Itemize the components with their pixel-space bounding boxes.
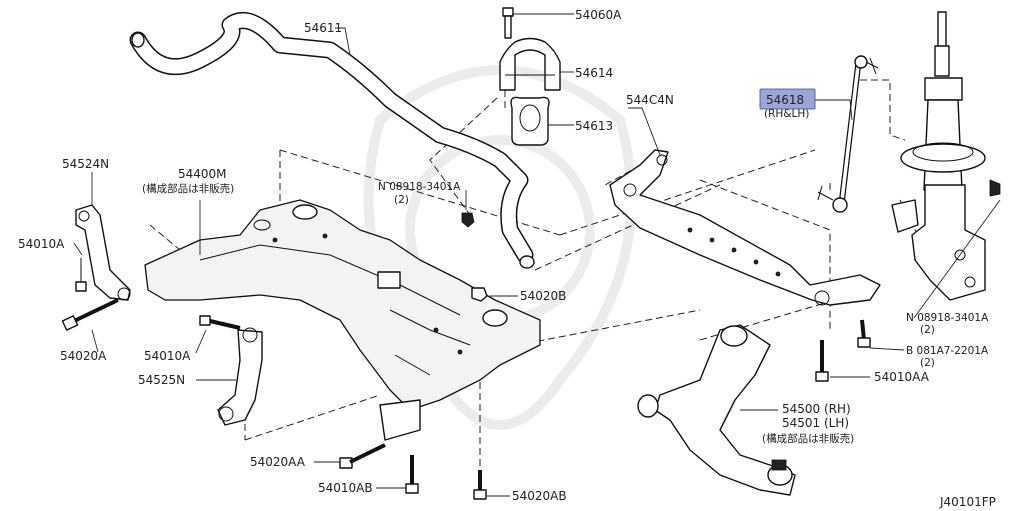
bolt-081A7[interactable] [857, 319, 871, 348]
label-54400M-note: (構成部品は非販売) [142, 182, 234, 195]
bolt-54020AB[interactable] [473, 470, 487, 500]
bolt-54010A-left[interactable] [75, 258, 87, 292]
bolt-54010AA[interactable] [815, 340, 829, 382]
stabilizer-bar[interactable] [129, 12, 535, 269]
stabilizer-link[interactable] [817, 55, 879, 213]
label-081A7-2201A-qty: (2) [920, 357, 935, 369]
label-54613[interactable]: 54613 [575, 119, 613, 133]
label-54020A[interactable]: 54020A [60, 349, 107, 363]
label-54020AA[interactable]: 54020AA [250, 455, 306, 469]
clamp-bolt[interactable] [502, 7, 514, 39]
leader-lines [73, 13, 1001, 497]
label-54400M[interactable]: 54400M [178, 167, 227, 181]
nut-08918-left[interactable] [461, 212, 475, 228]
lower-transverse-link[interactable] [637, 324, 796, 496]
tension-link-lower[interactable] [217, 327, 263, 426]
label-08918-3401A-left[interactable]: N 08918-3401A [378, 181, 461, 193]
label-54010A-left[interactable]: 54010A [18, 237, 65, 251]
label-54614[interactable]: 54614 [575, 66, 613, 80]
nut-54020B[interactable] [471, 287, 488, 302]
stiffener-member[interactable] [609, 149, 881, 306]
diagram-code: J40101FP [939, 495, 996, 509]
label-54060A[interactable]: 54060A [575, 8, 622, 22]
label-54020AB[interactable]: 54020AB [512, 489, 567, 503]
bolt-54010A-mid[interactable] [199, 315, 241, 330]
label-54501[interactable]: 54501 (LH) [782, 416, 849, 430]
label-54524N[interactable]: 54524N [62, 157, 109, 171]
suspension-member[interactable] [144, 199, 541, 441]
strut-assembly[interactable] [891, 11, 1001, 301]
label-08918-3401A-right[interactable]: N 08918-3401A [906, 312, 989, 324]
tension-link-upper[interactable] [75, 204, 131, 301]
label-54010AA[interactable]: 54010AA [874, 370, 930, 384]
label-54618-note: (RH&LH) [764, 108, 809, 120]
label-54525N[interactable]: 54525N [138, 373, 185, 387]
label-54611[interactable]: 54611 [304, 21, 342, 35]
bolt-54010AB[interactable] [405, 455, 419, 494]
label-54618[interactable]: 54618 [766, 93, 804, 107]
label-54500-note: (構成部品は非販売) [762, 432, 854, 445]
label-08918-3401A-right-qty: (2) [920, 324, 935, 336]
selected-part-highlight[interactable] [759, 88, 816, 110]
bar-bushing[interactable] [510, 96, 550, 146]
part-labels: 54611 54060A 54614 54613 54618 (RH&LH) 5… [18, 8, 996, 509]
label-081A7-2201A[interactable]: B 081A7-2201A [906, 345, 989, 357]
label-544C4N[interactable]: 544C4N [626, 93, 674, 107]
bolt-54020A[interactable] [61, 298, 119, 331]
label-54010A-mid[interactable]: 54010A [144, 349, 191, 363]
label-54010AB[interactable]: 54010AB [318, 481, 373, 495]
label-54020B[interactable]: 54020B [520, 289, 566, 303]
bar-clamp-bracket[interactable] [499, 37, 561, 91]
label-54500[interactable]: 54500 (RH) [782, 402, 851, 416]
label-08918-3401A-left-qty: (2) [394, 194, 409, 206]
bolt-54020AA[interactable] [339, 443, 386, 469]
